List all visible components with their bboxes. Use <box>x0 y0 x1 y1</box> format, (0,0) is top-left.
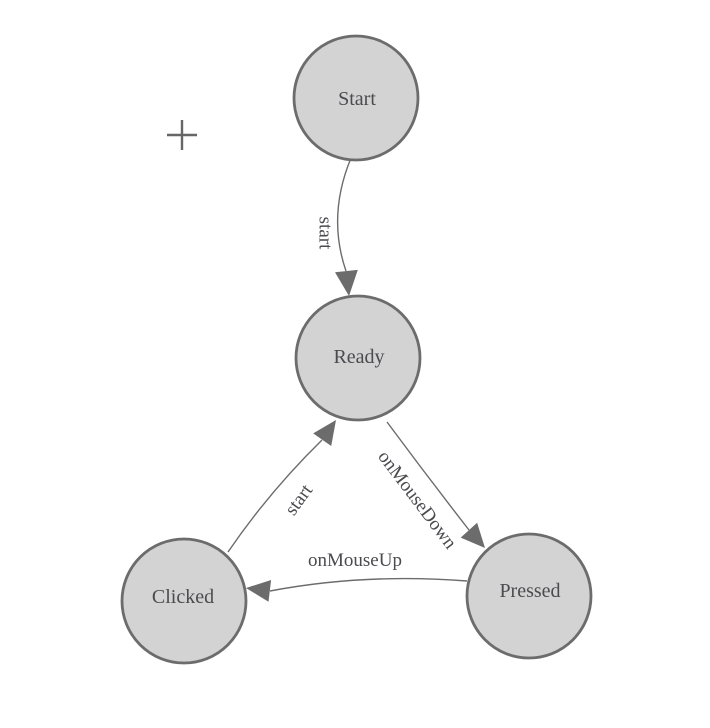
state-node-clicked-label: Clicked <box>152 586 214 608</box>
state-node-ready-circle[interactable] <box>294 294 422 422</box>
plus-crosshair-icon <box>167 120 197 150</box>
edge-ready-to-pressed-path[interactable] <box>386 421 470 531</box>
edge-pressed-to-clicked: onMouseUp <box>246 550 468 602</box>
edge-clicked-to-ready: start <box>227 420 336 553</box>
state-node-ready-label: Ready <box>333 346 384 368</box>
edge-start-to-ready-path[interactable] <box>336 157 352 272</box>
arrowhead-into-ready-top <box>335 269 358 296</box>
edge-ready-to-pressed: onMouseDown <box>373 421 485 554</box>
state-node-pressed-label: Pressed <box>499 580 560 602</box>
state-node-ready[interactable]: Ready <box>294 294 422 422</box>
edge-label-onmouseup: onMouseUp <box>308 550 402 571</box>
state-node-pressed[interactable]: Pressed <box>465 532 593 660</box>
state-node-start-label: Start <box>338 88 376 110</box>
state-node-pressed-circle[interactable] <box>465 532 593 660</box>
edge-start-to-ready: start <box>315 157 358 296</box>
state-node-clicked[interactable]: Clicked <box>120 537 248 665</box>
state-node-clicked-circle[interactable] <box>120 537 248 665</box>
arrowhead-into-clicked-right <box>246 580 272 602</box>
edge-pressed-to-clicked-path[interactable] <box>269 577 468 592</box>
state-node-start-circle[interactable] <box>292 34 420 162</box>
edge-label-start-1: start <box>315 217 336 250</box>
arrowhead-into-pressed-top-left <box>460 522 485 548</box>
edge-clicked-to-ready-path[interactable] <box>227 439 323 553</box>
arrowhead-into-ready-bottom-left <box>313 420 336 446</box>
state-node-start[interactable]: Start <box>292 34 420 162</box>
edge-label-start-2: start <box>281 480 318 519</box>
